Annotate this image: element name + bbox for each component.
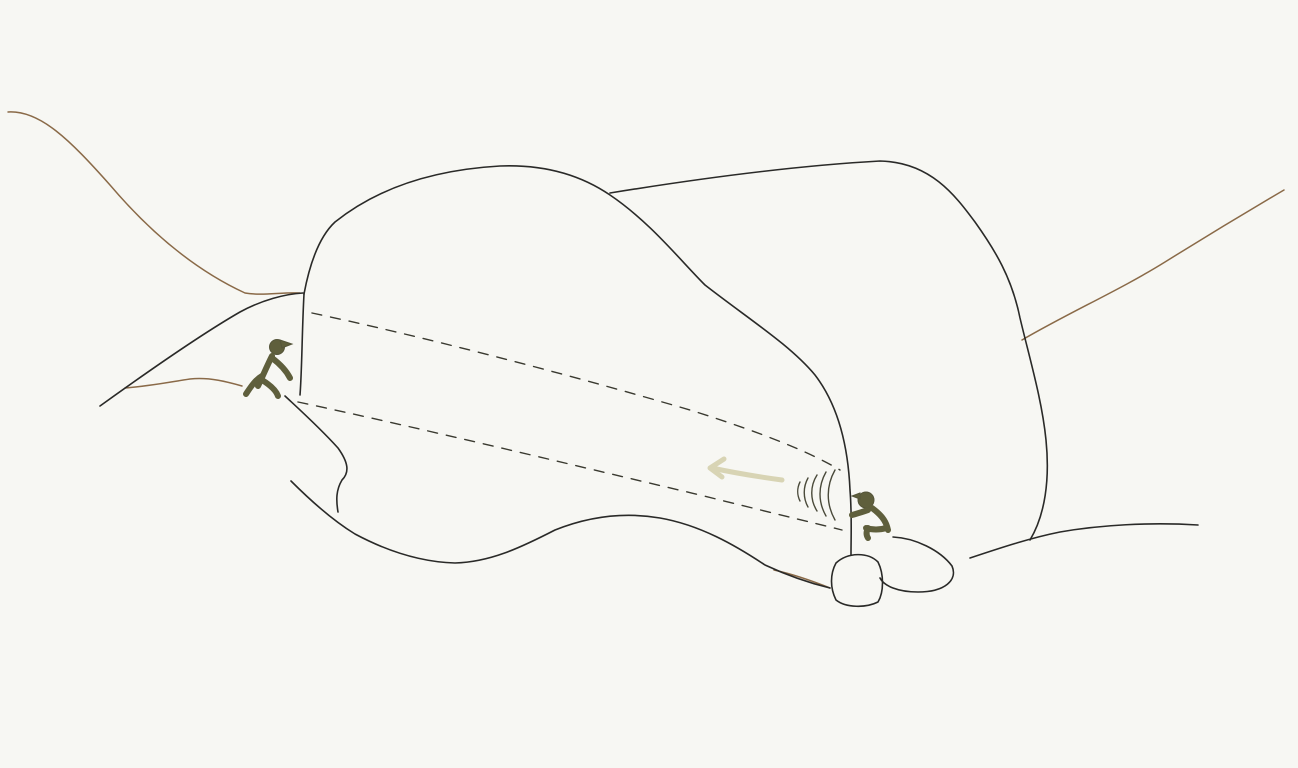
main-boulder-outline [304, 166, 851, 555]
flat-stone-outline [880, 537, 953, 592]
right-person-figure [852, 492, 888, 538]
rear-boulder-outline [610, 161, 1047, 540]
sound-waves-icon [798, 470, 835, 520]
upper-signal-beam [312, 313, 840, 470]
left-ledge-ground-line [125, 379, 242, 388]
direction-arrow-icon [710, 459, 782, 480]
right-ground-contour [970, 524, 1198, 558]
left-ledge-front-outline [285, 396, 347, 512]
foreground-contour [291, 481, 830, 588]
left-hillside-line [8, 112, 300, 294]
lower-signal-beam [298, 402, 842, 530]
small-front-rock [832, 555, 883, 607]
right-hillside-line [1022, 190, 1284, 340]
left-person-figure [246, 340, 292, 397]
main-boulder-left-face [300, 294, 304, 395]
